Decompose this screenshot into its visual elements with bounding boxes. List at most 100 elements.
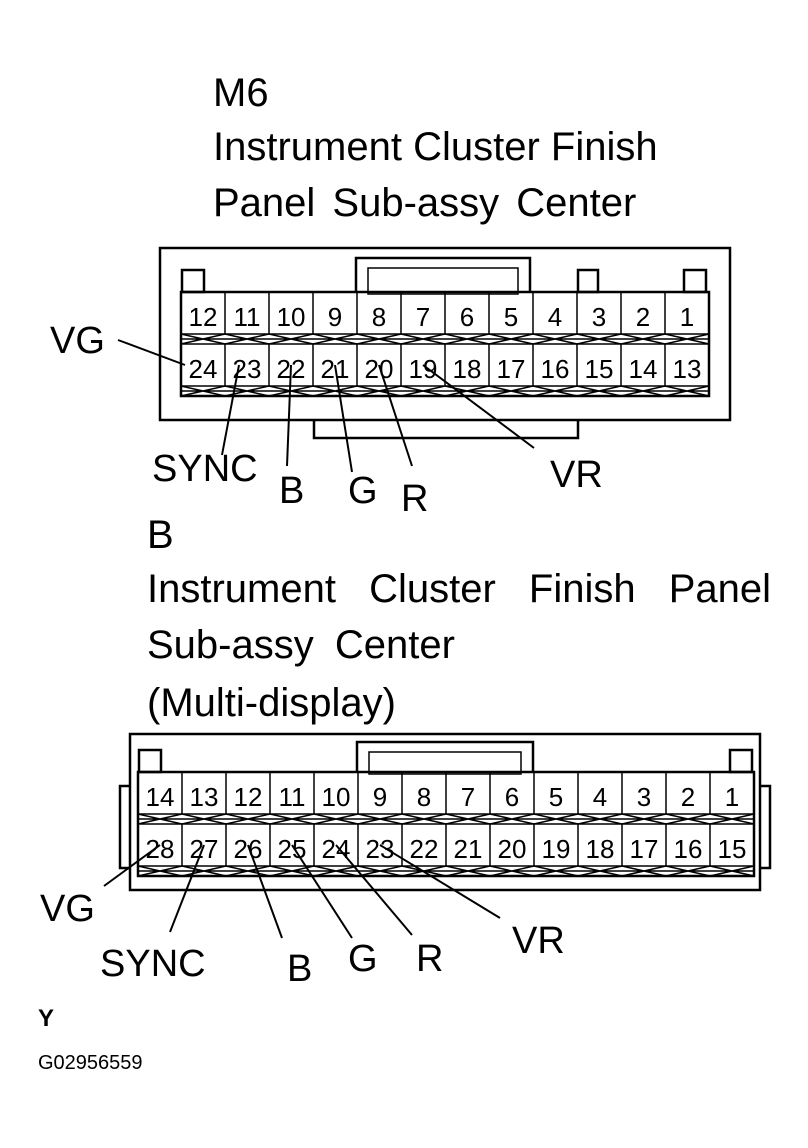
leader-vg	[103, 844, 161, 887]
pin-number: 23	[366, 834, 395, 864]
terminal-lock	[665, 865, 711, 877]
leader-g	[291, 844, 353, 939]
pin-number: 15	[585, 354, 614, 384]
terminal-lock	[313, 813, 359, 825]
pin-number: 13	[190, 782, 219, 812]
locking-key-inner	[368, 751, 522, 775]
signal-label-b: B	[287, 948, 313, 990]
terminal-lock	[268, 333, 314, 345]
terminal-lock	[224, 385, 270, 397]
terminal-lock	[401, 813, 447, 825]
terminal-lock	[445, 813, 491, 825]
signal-label-r: R	[401, 478, 429, 520]
pin-number: 18	[453, 354, 482, 384]
signal-label-vg: VG	[50, 320, 105, 362]
pin-number: 8	[372, 302, 386, 332]
pin-number: 17	[630, 834, 659, 864]
pin-number: 11	[234, 302, 261, 332]
pin-number: 1	[725, 782, 739, 812]
pin-number: 12	[234, 782, 263, 812]
leader-b	[247, 844, 283, 939]
terminal-lock	[269, 813, 315, 825]
housing-ear	[118, 784, 130, 870]
pin-number: 8	[417, 782, 431, 812]
pin-number: 28	[146, 834, 175, 864]
pin-number: 24	[189, 354, 218, 384]
leader-r	[378, 364, 413, 467]
terminal-lock	[576, 333, 622, 345]
signal-label-vr: VR	[512, 920, 565, 962]
pin-number: 14	[629, 354, 658, 384]
connector-b-code: B	[147, 513, 174, 557]
terminal-lock	[224, 333, 270, 345]
terminal-lock	[488, 385, 534, 397]
pin-number: 18	[586, 834, 615, 864]
pin-number: 7	[461, 782, 475, 812]
signal-label-g: G	[348, 470, 378, 512]
terminal-lock	[488, 333, 534, 345]
connector-housing	[128, 732, 762, 892]
locking-key	[355, 740, 535, 772]
pin-number: 3	[592, 302, 606, 332]
terminal-lock	[444, 333, 490, 345]
leader-vr	[422, 364, 535, 449]
terminal-lock	[576, 385, 622, 397]
terminal-lock	[489, 865, 535, 877]
signal-label-r: R	[416, 938, 444, 980]
terminal-lock	[533, 813, 579, 825]
connector-b-name-line2: Sub-assy Center	[147, 623, 455, 667]
terminal-lock	[180, 385, 226, 397]
pin-number: 4	[548, 302, 562, 332]
housing-notch	[728, 748, 754, 774]
terminal-lock	[356, 385, 402, 397]
pin-number: 12	[189, 302, 218, 332]
terminal-lock	[357, 865, 403, 877]
connector-b-name-line1: Instrument Cluster Finish Panel	[147, 567, 772, 611]
pin-number: 16	[674, 834, 703, 864]
locking-key-inner	[367, 267, 519, 295]
signal-label-sync: SYNC	[100, 943, 206, 985]
housing-ear	[760, 784, 772, 870]
leader-sync	[221, 364, 240, 456]
terminal-lock	[356, 333, 402, 345]
pin-number: 11	[279, 782, 306, 812]
pin-number: 27	[190, 834, 219, 864]
terminal-lock	[181, 865, 227, 877]
terminal-lock	[664, 333, 710, 345]
pin-number: 3	[637, 782, 651, 812]
terminal-lock	[225, 813, 271, 825]
terminal-lock	[533, 865, 579, 877]
pin-number: 13	[673, 354, 702, 384]
leader-vg	[117, 339, 186, 366]
pin-number: 24	[322, 834, 351, 864]
pin-number: 22	[410, 834, 439, 864]
terminal-lock	[709, 813, 755, 825]
pin-number: 6	[505, 782, 519, 812]
terminal-lock	[621, 813, 667, 825]
housing-tab	[312, 420, 580, 440]
view-mark: Y	[38, 1005, 55, 1032]
signal-label-sync: SYNC	[152, 448, 258, 490]
connector-b-name-line3: (Multi-display)	[147, 681, 396, 725]
leader-g	[334, 364, 353, 473]
signal-label-vg: VG	[40, 888, 95, 930]
terminal-lock	[268, 385, 314, 397]
pin-number: 7	[416, 302, 430, 332]
terminal-lock	[577, 813, 623, 825]
terminal-lock	[400, 385, 446, 397]
leader-sync	[169, 844, 205, 933]
connector-housing	[158, 246, 732, 422]
housing-notch	[137, 748, 163, 774]
terminal-lock	[709, 865, 755, 877]
connector-m6-code: M6	[213, 71, 269, 115]
leader-r	[335, 844, 413, 936]
leader-b	[286, 364, 292, 467]
terminal-lock	[620, 385, 666, 397]
pin-number: 6	[460, 302, 474, 332]
pin-number: 2	[636, 302, 650, 332]
terminal-lock	[489, 813, 535, 825]
pin-number: 20	[365, 354, 394, 384]
leader-vr	[379, 844, 501, 919]
pin-number: 26	[234, 834, 263, 864]
